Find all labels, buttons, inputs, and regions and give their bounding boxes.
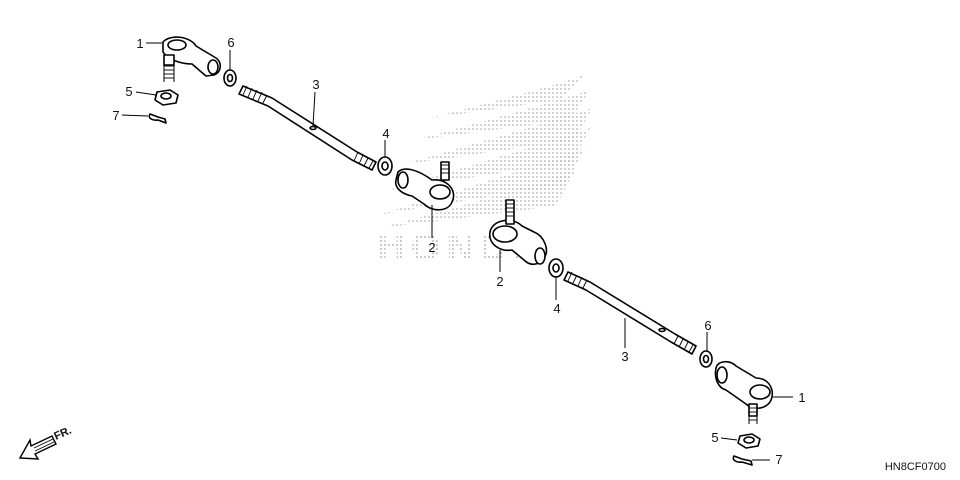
callout-4-lower: 4 bbox=[553, 301, 560, 316]
castle-nut-right bbox=[737, 433, 761, 449]
callout-7-right: 7 bbox=[775, 452, 782, 467]
callout-1-right: 1 bbox=[798, 390, 805, 405]
callout-4-upper: 4 bbox=[382, 126, 389, 141]
tie-rod-upper bbox=[238, 85, 377, 171]
callout-6-lower: 6 bbox=[704, 318, 711, 333]
callout-1-left: 1 bbox=[136, 36, 143, 51]
front-direction-arrow: FR. bbox=[18, 425, 73, 460]
washer-lower bbox=[548, 258, 564, 278]
ball-joint-lower bbox=[489, 199, 548, 266]
ball-joint-upper bbox=[394, 161, 455, 211]
callout-2-lower: 2 bbox=[496, 274, 503, 289]
tie-rod-lower bbox=[563, 271, 697, 355]
callout-6-upper: 6 bbox=[227, 35, 234, 50]
leader-lines bbox=[121, 42, 793, 461]
tie-rod-end-left bbox=[162, 36, 222, 82]
callout-3-lower: 3 bbox=[621, 349, 628, 364]
cotter-pin-left bbox=[148, 113, 167, 124]
lock-nut-upper bbox=[223, 69, 237, 87]
honda-wing-watermark bbox=[378, 75, 592, 228]
castle-nut-left bbox=[154, 89, 179, 106]
callout-2-upper: 2 bbox=[428, 240, 435, 255]
callout-7-left: 7 bbox=[112, 108, 119, 123]
front-direction-label: FR. bbox=[52, 425, 73, 443]
callout-5-right: 5 bbox=[711, 430, 718, 445]
callout-3-upper: 3 bbox=[312, 77, 319, 92]
lock-nut-lower bbox=[699, 350, 713, 368]
cotter-pin-right bbox=[732, 455, 753, 466]
diagram-code: HN8CF0700 bbox=[885, 461, 946, 473]
tie-rod-end-right bbox=[714, 360, 774, 424]
callout-5-left: 5 bbox=[125, 84, 132, 99]
washer-upper bbox=[377, 156, 393, 176]
